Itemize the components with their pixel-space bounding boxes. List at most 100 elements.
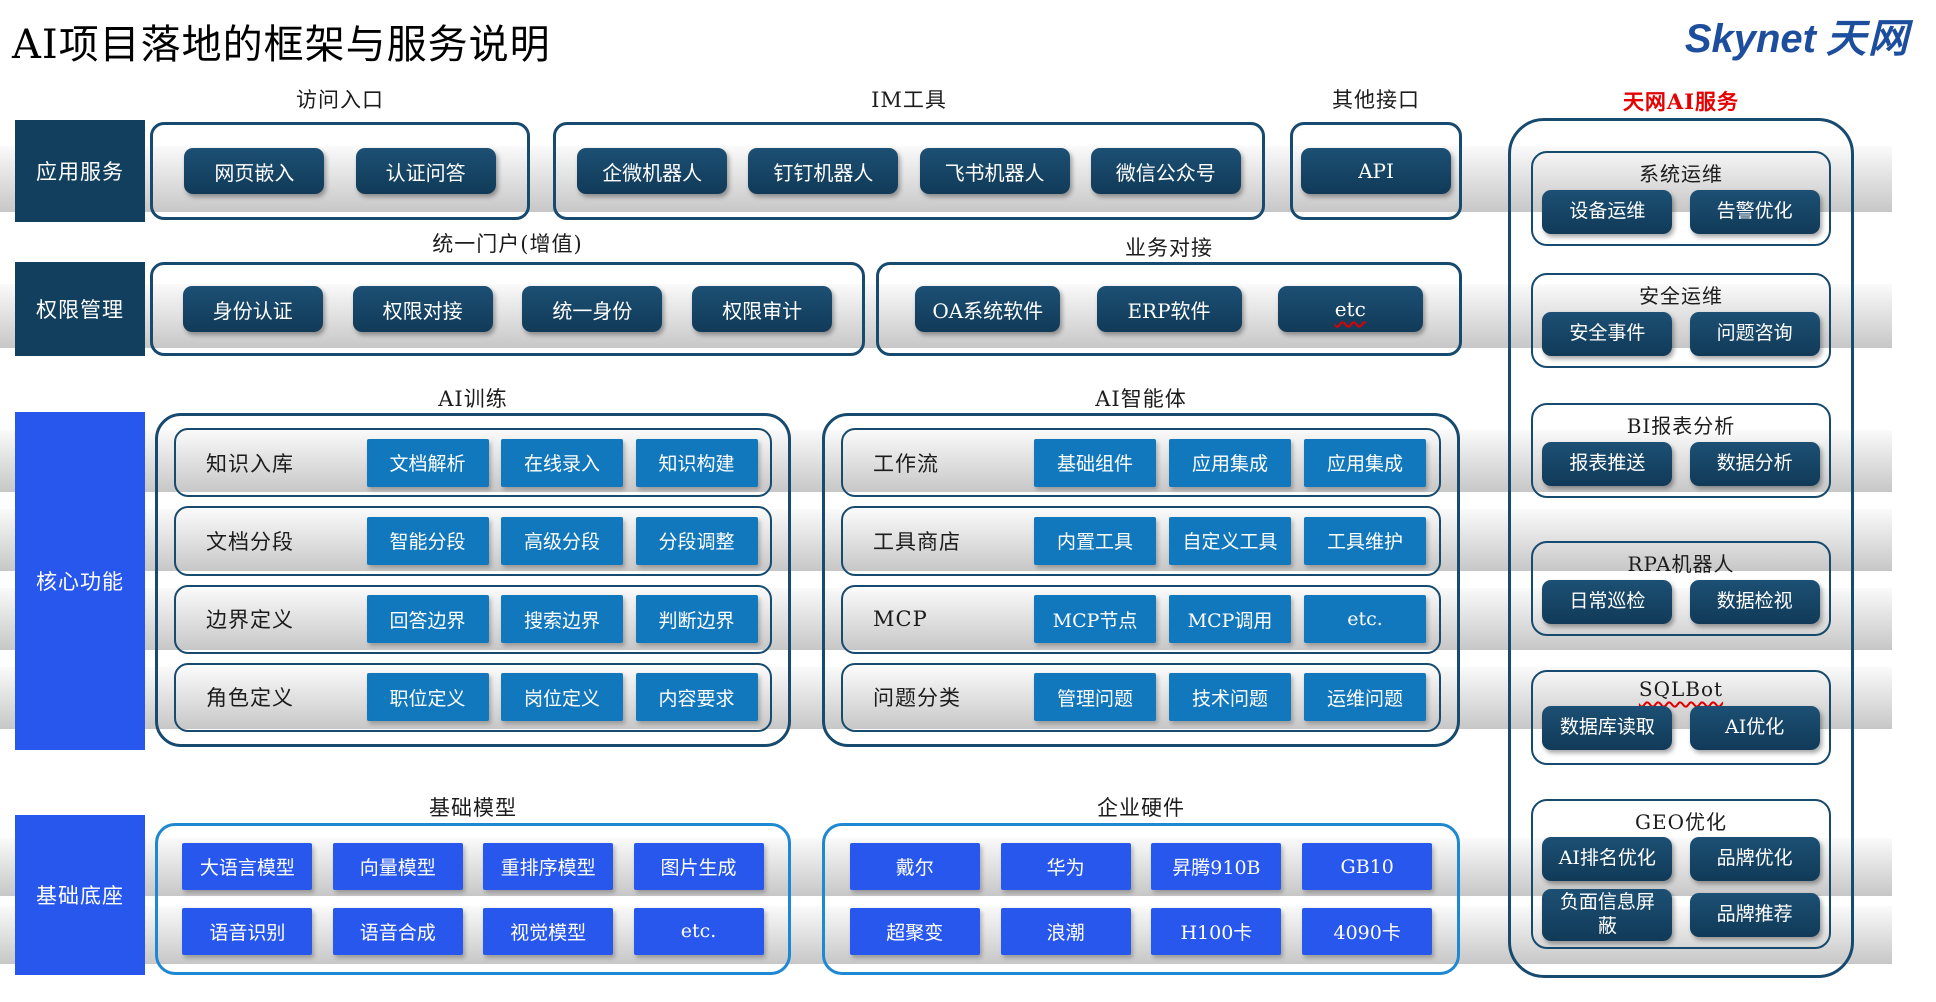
portal-chip: 权限对接	[352, 286, 493, 332]
rp-group-label: GEO优化	[1635, 810, 1727, 834]
training-chip: 文档解析	[366, 438, 489, 487]
service-chip: 设备运维	[1542, 189, 1673, 234]
agent-chip: 运维问题	[1304, 673, 1426, 722]
chip-row: 文档解析在线录入知识构建	[354, 430, 770, 495]
rp-group-rpa-robot: RPA机器人 日常巡检数据检视	[1531, 541, 1831, 636]
core-row-mcp: MCP MCP节点 MCP调用 etc.	[841, 584, 1441, 654]
service-chip: 日常巡检	[1542, 579, 1673, 624]
agent-chip: 管理问题	[1034, 673, 1156, 722]
chip-row: 企微机器人钉钉机器人飞书机器人微信公众号	[556, 125, 1262, 217]
training-chip: 在线录入	[501, 438, 623, 487]
sidebar-block-base-foundation: 基础底座	[15, 815, 145, 975]
training-chip: 搜索边界	[501, 595, 623, 644]
chip-row: API	[1293, 125, 1459, 217]
group-label-other-api: 其他接口	[1332, 88, 1420, 112]
core-row-boundary-definition: 边界定义 回答边界搜索边界判断边界	[174, 584, 772, 654]
training-chip: 职位定义	[366, 673, 489, 722]
hardware-chip: H100卡	[1151, 907, 1282, 955]
agent-chip: 工具维护	[1304, 516, 1426, 565]
chip-row: 安全事件问题咨询	[1525, 309, 1837, 366]
agent-chip: etc.	[1304, 595, 1426, 644]
service-chip: 报表推送	[1542, 441, 1673, 486]
portal-chip: 权限审计	[692, 286, 833, 332]
service-chip: 数据检视	[1689, 579, 1820, 624]
hardware-chip: 昇腾910B	[1151, 843, 1282, 891]
training-chip: 岗位定义	[501, 673, 623, 722]
agent-chip: 应用集成	[1169, 438, 1291, 487]
agent-chip: 技术问题	[1169, 673, 1291, 722]
core-row-label: MCP	[873, 607, 928, 632]
rp-group-label: 系统运维	[1639, 162, 1723, 186]
group-box-other-api: API	[1290, 122, 1462, 220]
im-tool-chip: 企微机器人	[577, 148, 728, 194]
training-chip: 知识构建	[635, 438, 758, 487]
service-chip: 负面信息屏蔽	[1542, 889, 1673, 941]
service-chip: AI优化	[1689, 706, 1820, 750]
chip-row: 设备运维告警优化	[1525, 187, 1837, 244]
agent-chip: 基础组件	[1034, 438, 1156, 487]
core-row-knowledge-intake: 知识入库 文档解析在线录入知识构建	[174, 428, 772, 498]
business-chip: OA系统软件	[915, 286, 1061, 332]
gradient-band	[0, 509, 1892, 571]
hardware-chip: 戴尔	[849, 843, 980, 891]
model-chip: 向量模型	[332, 843, 463, 891]
right-panel: 系统运维 设备运维告警优化 安全运维 安全事件问题咨询 BI报表分析 报表推送数…	[1508, 118, 1854, 978]
training-chip: 分段调整	[635, 516, 758, 565]
hardware-chip: 超聚变	[849, 907, 980, 955]
chip-row: 基础组件应用集成应用集成	[1021, 430, 1439, 495]
agent-chip: MCP节点	[1034, 595, 1156, 644]
sidebar-label: 应用服务	[36, 160, 124, 184]
group-label-ai-training: AI训练	[438, 387, 508, 411]
hardware-chip: 4090卡	[1302, 907, 1433, 955]
agent-chip: 内置工具	[1034, 516, 1156, 565]
model-chip: 语音合成	[332, 907, 463, 955]
im-tool-chip: 钉钉机器人	[748, 148, 899, 194]
portal-chip: 统一身份	[522, 286, 663, 332]
sidebar-label: 核心功能	[36, 570, 124, 594]
chip-grid: AI排名优化品牌优化负面信息屏蔽品牌推荐	[1525, 835, 1837, 951]
portal-chip: 身份认证	[182, 286, 323, 332]
rp-group-label: BI报表分析	[1626, 414, 1736, 438]
core-row-label: 问题分类	[873, 686, 961, 711]
im-tool-chip: 微信公众号	[1090, 148, 1241, 194]
training-chip: 判断边界	[635, 595, 758, 644]
model-chip: 大语言模型	[182, 843, 313, 891]
chip-row: 网页嵌入认证问答	[153, 125, 527, 217]
model-chip: 语音识别	[182, 907, 313, 955]
rp-group-label: 安全运维	[1639, 284, 1723, 308]
service-chip: 品牌优化	[1689, 837, 1820, 881]
sidebar-block-app-services: 应用服务	[15, 120, 145, 222]
rp-group-geo-optimization: GEO优化 AI排名优化品牌优化负面信息屏蔽品牌推荐	[1531, 799, 1831, 949]
group-box-ai-training: 知识入库 文档解析在线录入知识构建 文档分段 智能分段高级分段分段调整 边界定义…	[155, 413, 791, 747]
service-chip: 安全事件	[1542, 311, 1673, 356]
training-chip: 高级分段	[501, 516, 623, 565]
api-chip: API	[1301, 148, 1451, 194]
service-chip: 数据分析	[1689, 441, 1820, 486]
chip-row: 职位定义岗位定义内容要求	[354, 665, 770, 730]
model-chip: etc.	[633, 907, 764, 955]
chip-row: MCP节点 MCP调用 etc.	[1021, 587, 1439, 652]
core-row-doc-segmentation: 文档分段 智能分段高级分段分段调整	[174, 506, 772, 576]
hardware-chip: 华为	[1000, 843, 1131, 891]
group-label-base-models: 基础模型	[429, 796, 517, 820]
core-row-label: 知识入库	[206, 451, 294, 476]
group-label-business: 业务对接	[1125, 236, 1213, 260]
core-row-label: 角色定义	[206, 686, 294, 711]
core-row-label: 文档分段	[206, 529, 294, 554]
chip-row: 内置工具自定义工具工具维护	[1021, 508, 1439, 573]
rp-group-bi-reports: BI报表分析 报表推送数据分析	[1531, 403, 1831, 498]
model-chip: 图片生成	[633, 843, 764, 891]
core-row-role-definition: 角色定义 职位定义岗位定义内容要求	[174, 662, 772, 732]
agent-chip: MCP调用	[1169, 595, 1291, 644]
hardware-chip: 浪潮	[1000, 907, 1131, 955]
chip-row: 身份认证权限对接统一身份权限审计	[153, 265, 862, 353]
sidebar-block-core-functions: 核心功能	[15, 412, 145, 750]
rp-group-security-ops: 安全运维 安全事件问题咨询	[1531, 273, 1831, 368]
sidebar-block-permissions: 权限管理	[15, 262, 145, 356]
rp-group-label: RPA机器人	[1627, 552, 1735, 576]
